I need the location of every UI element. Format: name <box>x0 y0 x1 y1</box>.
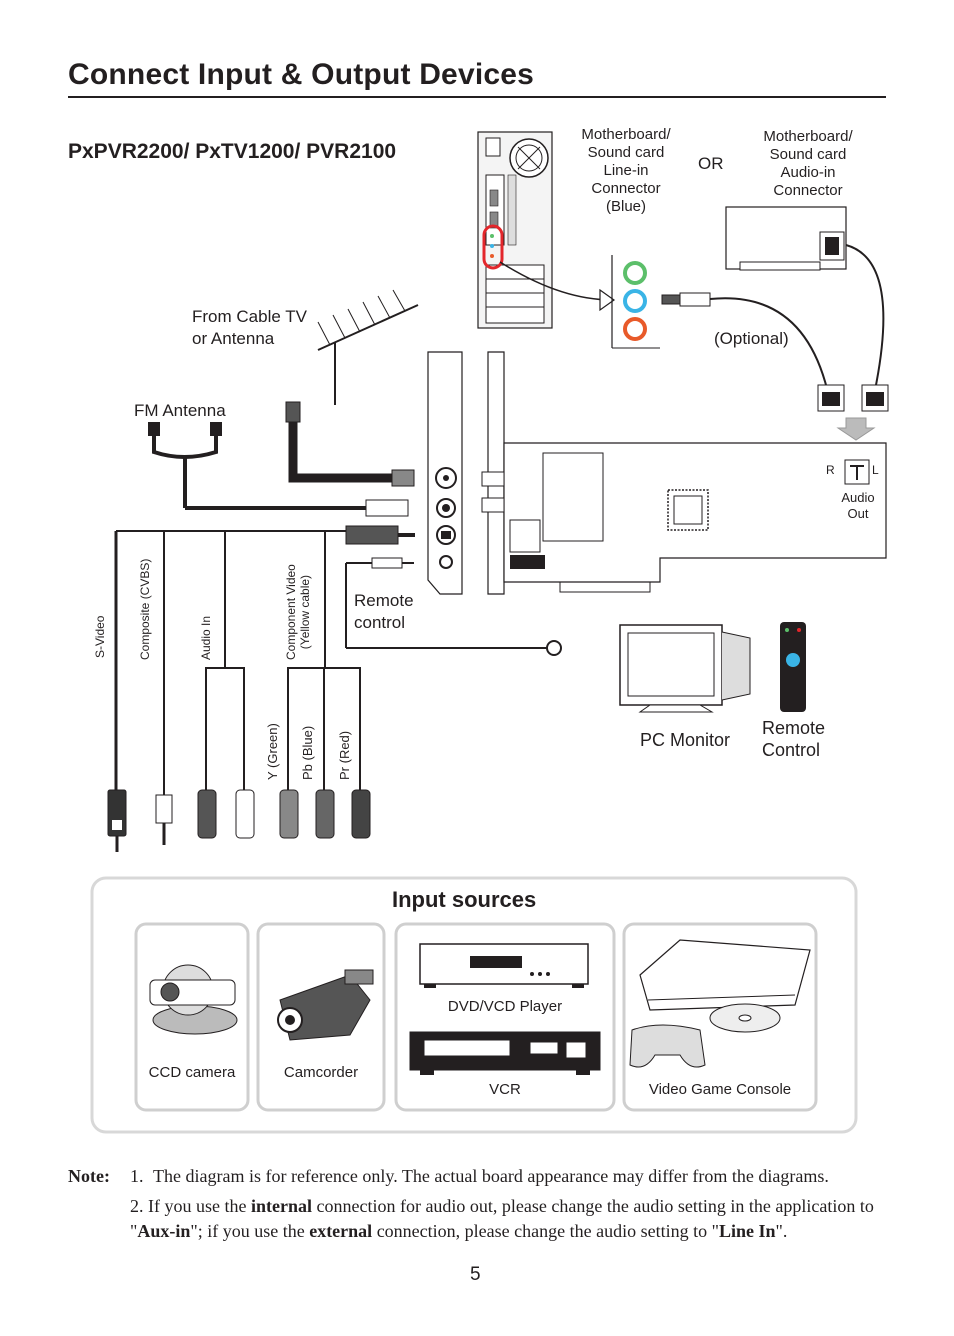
page-title: Connect Input & Output Devices <box>68 58 535 91</box>
composite-label: Composite (CVBS) <box>138 558 152 660</box>
input-sources-title: Input sources <box>392 887 537 912</box>
component-video-label: Component Video (Yellow cable) <box>284 564 312 660</box>
audio-in-cable-label: Audio In <box>199 615 213 660</box>
note-label: Note: <box>68 1166 110 1186</box>
remote-control-label: Remote Control <box>762 718 826 760</box>
ccd-camera-illustration <box>149 964 238 1035</box>
pc-monitor-illustration <box>619 624 751 713</box>
note-2-aux-in: Aux-in <box>137 1221 191 1241</box>
source-ccd-camera: CCD camera <box>148 1064 236 1081</box>
coax-cable <box>285 401 415 487</box>
note-1-text: The diagram is for reference only. The a… <box>153 1166 829 1186</box>
dvd-player-illustration <box>419 943 589 988</box>
audio-in-connector-label: Motherboard/ Sound card Audio-in Connect… <box>763 128 853 199</box>
pb-blue-label: Pb (Blue) <box>300 725 315 780</box>
fm-antenna-illustration <box>148 422 409 517</box>
source-dvd-player: DVD/VCD Player <box>447 998 563 1015</box>
y-green-label: Y (Green) <box>265 723 280 780</box>
game-console-illustration <box>629 939 811 1068</box>
source-vcr: VCR <box>489 1081 521 1098</box>
source-game-console: Video Game Console <box>648 1081 792 1098</box>
note-1-number: 1. <box>130 1166 144 1186</box>
fm-antenna-label: FM Antenna <box>134 401 226 420</box>
title-rule <box>68 96 886 98</box>
input-cable-bundle <box>114 525 562 795</box>
remote-control-illustration <box>780 622 806 712</box>
vcr-illustration <box>409 1031 601 1075</box>
note-2-internal: internal <box>250 1196 312 1216</box>
s-video-label: S-Video <box>93 615 107 658</box>
remote-control-cable-label: Remote control <box>354 591 414 632</box>
cable-plug-ends <box>107 789 371 852</box>
tv-antenna-illustration <box>317 289 419 405</box>
note-2-line-in: Line In <box>718 1221 776 1241</box>
audio-out-label: Audio Out <box>841 490 875 521</box>
line-in-jack-panel <box>611 255 827 386</box>
page-number: 5 <box>470 1264 481 1285</box>
note-2-text: 2. If you use the internal connection fo… <box>130 1194 900 1244</box>
note-2-prefix: 2. If you use the <box>130 1196 251 1216</box>
note-2-end: ". <box>775 1221 788 1241</box>
model-subtitle: PxPVR2200/ PxTV1200/ PVR2100 <box>68 140 397 163</box>
audio-l-label: L <box>872 463 879 477</box>
pc-tower-illustration <box>477 131 553 329</box>
note-2-mid-3: connection, please change the audio sett… <box>372 1221 719 1241</box>
audio-r-label: R <box>826 463 835 477</box>
optional-label: (Optional) <box>714 329 789 348</box>
note-2-mid-1: connection for audio out, please change … <box>130 1196 874 1241</box>
note-2-mid-2: "; if you use the <box>190 1221 310 1241</box>
source-camcorder: Camcorder <box>283 1064 359 1081</box>
tv-tuner-card-illustration <box>427 351 887 595</box>
pc-monitor-label: PC Monitor <box>640 730 731 750</box>
note-2-external: external <box>309 1221 373 1241</box>
line-in-connector-label: Motherboard/ Sound card Line-in Connecto… <box>581 126 671 215</box>
cable-tv-label: From Cable TV or Antenna <box>192 307 307 348</box>
sound-card-illustration <box>725 206 889 441</box>
pr-red-label: Pr (Red) <box>337 730 352 780</box>
camcorder-illustration <box>277 969 374 1041</box>
or-label: OR <box>698 154 724 173</box>
